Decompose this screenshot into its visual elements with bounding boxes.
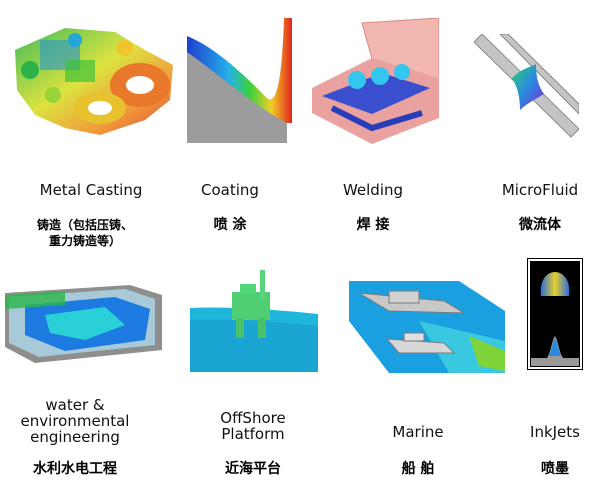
welding-label: Welding <box>342 181 404 199</box>
offshore-platform-image <box>190 270 318 372</box>
microfluid-label: MicroFluid <box>501 181 579 199</box>
metal-casting-zh-label: 铸造（包括压铸、 <box>36 218 133 232</box>
metal-casting-image <box>5 10 177 138</box>
water-engineering-image <box>5 285 162 363</box>
metal-casting-label: Metal Casting <box>39 181 143 199</box>
inkjets-label: InkJets <box>530 423 580 441</box>
marine-label: Marine <box>392 423 444 441</box>
marine-zh-label: 船 舶 <box>401 461 435 477</box>
coating-label: Coating <box>201 181 259 199</box>
welding-zh-label: 焊 接 <box>356 217 390 233</box>
microfluid-image <box>474 34 579 139</box>
marine-image <box>349 281 505 373</box>
metal-casting-zh-label-2: 重力铸造等） <box>48 234 121 248</box>
water-engineering-label-2: environmental <box>20 412 130 430</box>
welding-image <box>312 18 439 144</box>
inkjets-zh-label: 喷墨 <box>541 461 569 477</box>
water-engineering-zh-label: 水利水电工程 <box>33 461 117 477</box>
coating-zh-label: 喷 涂 <box>213 217 247 233</box>
offshore-platform-zh-label: 近海平台 <box>225 461 281 477</box>
coating-image <box>187 18 292 143</box>
offshore-platform-label-2: Platform <box>221 425 285 443</box>
offshore-platform-label: OffShore <box>220 409 286 427</box>
microfluid-zh-label: 微流体 <box>519 217 561 233</box>
water-engineering-label: water & <box>45 396 105 414</box>
inkjets-image <box>527 258 583 370</box>
water-engineering-label-3: engineering <box>30 428 120 446</box>
